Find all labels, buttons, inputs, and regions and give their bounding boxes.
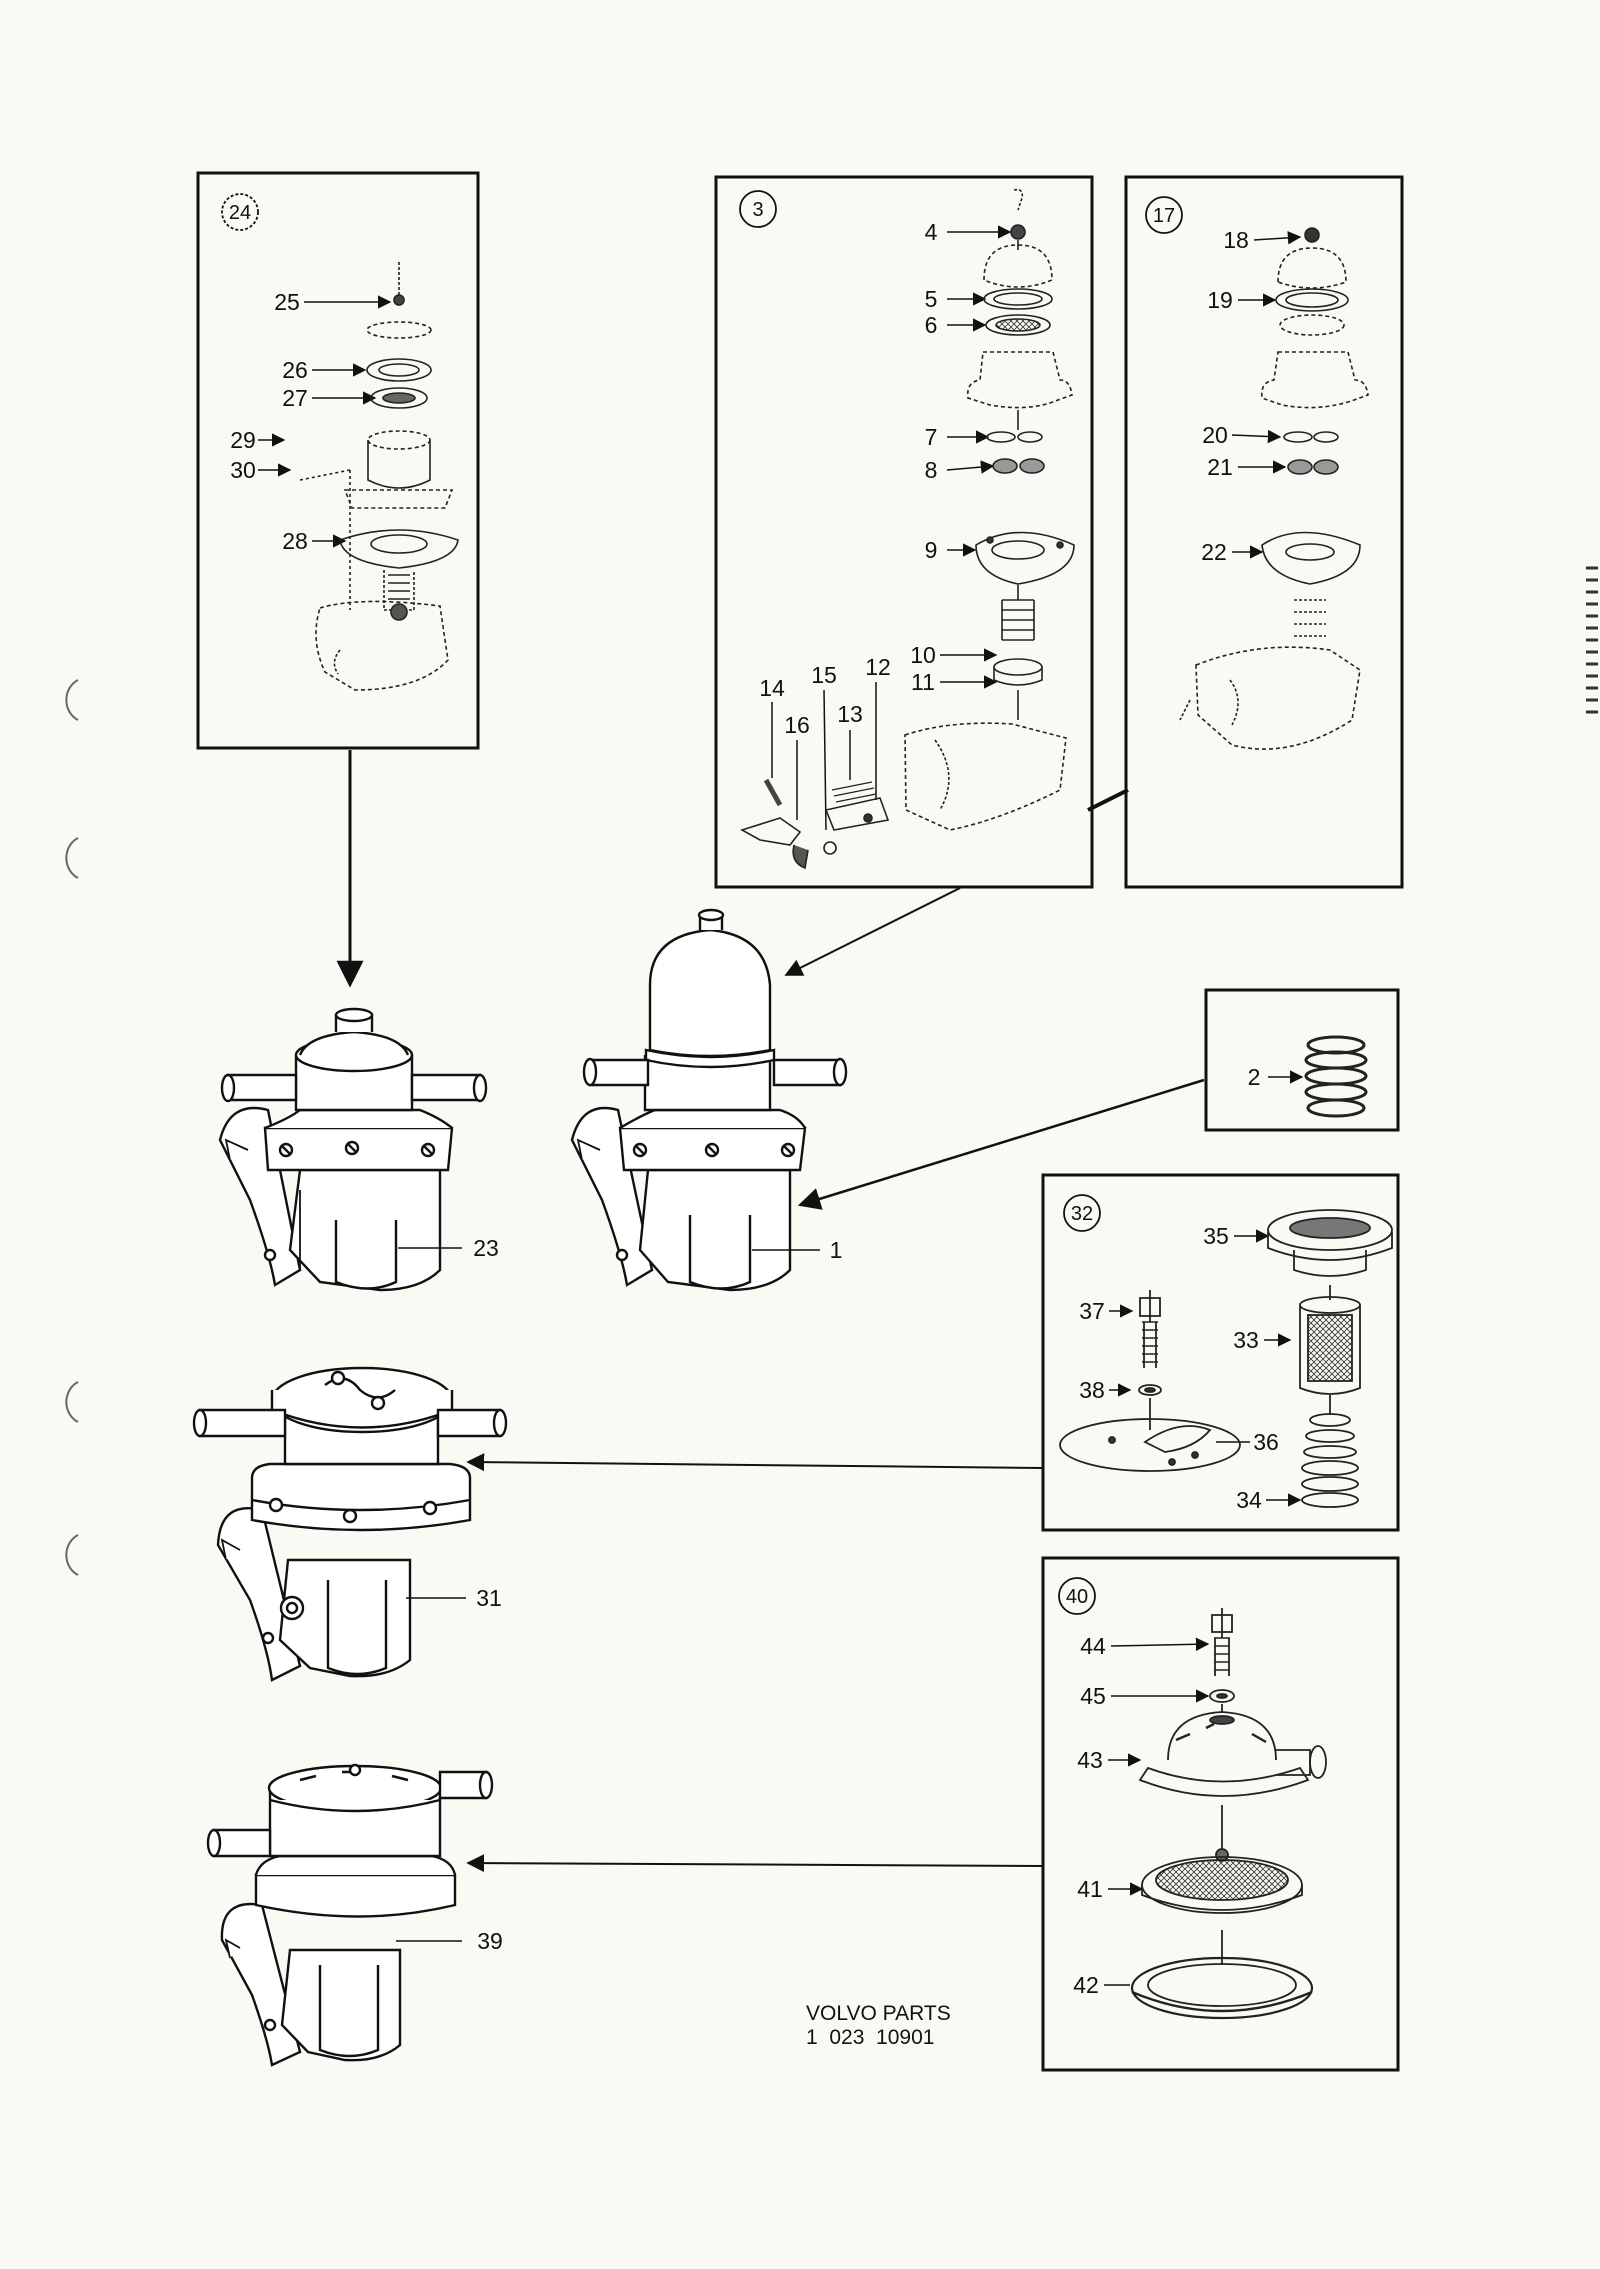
label-22: 22 [1201,539,1227,565]
panel-17-number: 17 [1153,205,1175,227]
label-6: 6 [925,312,938,338]
panel-24: 24 25 26 27 29 30 28 [196,171,480,750]
label-39: 39 [477,1928,503,1954]
pump-3-exploded [739,188,1075,870]
pump-1 [570,908,848,1292]
label-34: 34 [1236,1487,1262,1513]
label-8: 8 [925,457,938,483]
label-13: 13 [837,701,863,727]
footer-brand: VOLVO PARTS [806,2002,951,2025]
label-1: 1 [830,1237,843,1263]
label-26: 26 [282,357,308,383]
panel-40-number: 40 [1066,1586,1088,1608]
arrow-32-to-31 [466,1453,1044,1472]
label-30: 30 [230,457,256,483]
label-21: 21 [1207,454,1233,480]
label-43: 43 [1077,1747,1103,1773]
panel-2: 2 [1204,988,1400,1132]
pump-31 [192,1366,508,1682]
label-27: 27 [282,385,308,411]
arrow-40-to-39 [466,1854,1044,1873]
pump-39 [206,1763,494,2067]
panel-connector [1087,788,1129,812]
label-20: 20 [1202,422,1228,448]
panel-40: 40 44 45 43 41 42 [1041,1556,1400,2072]
label-38: 38 [1079,1377,1105,1403]
pump-23 [218,1007,488,1292]
label-37: 37 [1079,1298,1105,1324]
label-33: 33 [1233,1327,1259,1353]
label-14: 14 [759,675,785,701]
panel-32-number: 32 [1071,1203,1093,1225]
label-41: 41 [1077,1876,1103,1902]
label-25: 25 [274,289,300,315]
filter-32-parts [1059,1209,1393,1508]
label-4: 4 [925,219,938,245]
label-44: 44 [1080,1633,1106,1659]
panel-3: 3 4 5 6 7 8 9 10 11 14 15 12 16 13 [714,175,1094,889]
label-42: 42 [1073,1972,1099,1998]
spring-2 [1304,1035,1368,1118]
arrow-2-to-1 [797,1078,1205,1210]
pump-17-exploded [1179,227,1369,750]
footer: VOLVO PARTS 1 023 10901 [806,2002,951,2049]
label-28: 28 [282,528,308,554]
label-35: 35 [1203,1223,1229,1249]
label-18: 18 [1223,227,1249,253]
label-31: 31 [476,1585,502,1611]
label-7: 7 [925,424,938,450]
label-5: 5 [925,286,938,312]
label-29: 29 [230,427,256,453]
label-11: 11 [911,669,935,695]
panel-17: 17 18 19 20 21 22 [1124,175,1404,889]
label-9: 9 [925,537,938,563]
label-36: 36 [1253,1429,1279,1455]
label-23: 23 [473,1235,499,1261]
label-2: 2 [1248,1064,1261,1090]
cover-40-parts [1130,1608,1327,2020]
pump-24-exploded [299,262,459,691]
panel-24-number: 24 [229,202,251,224]
label-15: 15 [811,662,837,688]
label-19: 19 [1207,287,1233,313]
binder-holes [65,679,79,1576]
label-45: 45 [1080,1683,1106,1709]
footer-code: 1 023 10901 [806,2026,934,2049]
arrow-3-to-1 [784,887,961,976]
edge-marks [1586,566,1598,714]
panel-32: 32 35 37 33 38 36 34 [1041,1173,1400,1532]
label-16: 16 [784,712,810,738]
label-12: 12 [865,654,891,680]
label-10: 10 [910,642,936,668]
panel-3-number: 3 [752,199,763,221]
